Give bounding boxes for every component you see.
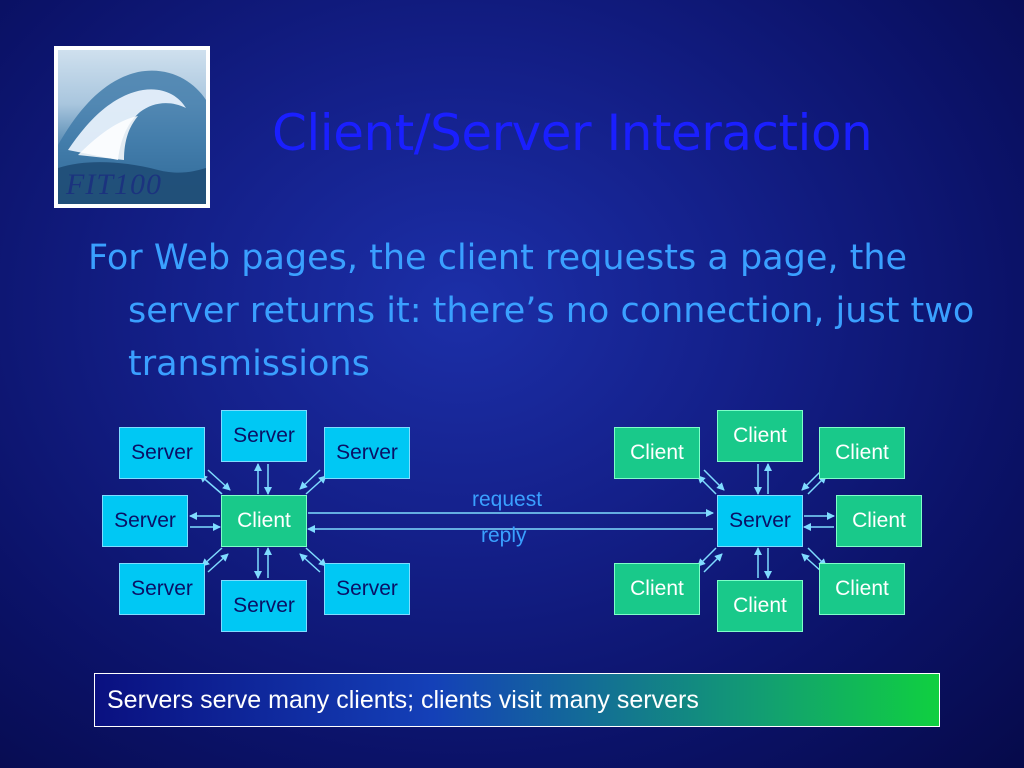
server-box-top: Server [221,410,307,462]
server-box-left: Server [102,495,188,547]
fit100-logo: FIT100 [54,46,210,208]
client-box-lower-left: Client [614,563,700,615]
logo-text: FIT100 [66,168,162,201]
arrow-left-ur-out [305,475,327,495]
slide-title: Client/Server Interaction [272,104,873,162]
arrow-right-ul-out [697,475,717,495]
arrow-left-ll-out [201,547,223,567]
arrow-left-ll-in [207,553,229,573]
server-box-upper-right: Server [324,427,410,479]
client-box-lower-right: Client [819,563,905,615]
arrow-right-lr-in [801,553,823,573]
arrow-right-ul-in [703,469,725,491]
arrow-right-ur-in [801,469,823,491]
reply-label: reply [481,524,527,547]
arrow-right-ll-out [697,547,717,567]
arrow-left-lr-out [305,547,327,567]
wave-image [58,70,206,204]
client-box-right: Client [836,495,922,547]
server-box-upper-left: Server [119,427,205,479]
arrow-left-ul-in [207,469,231,491]
client-box-center: Client [221,495,307,547]
arrow-left-lr-in [299,553,321,573]
server-box-center: Server [717,495,803,547]
arrow-left-ur-in [299,469,321,490]
server-box-lower-left: Server [119,563,205,615]
server-box-lower-right: Server [324,563,410,615]
client-box-upper-right: Client [819,427,905,479]
request-label: request [472,488,543,511]
client-box-bottom: Client [717,580,803,632]
caption-box: Servers serve many clients; clients visi… [94,673,940,727]
arrow-right-ll-in [703,553,723,573]
server-box-bottom: Server [221,580,307,632]
caption-text: Servers serve many clients; clients visi… [107,685,699,714]
slide-body-text: For Web pages, the client requests a pag… [88,238,975,384]
client-box-top: Client [717,410,803,462]
client-box-upper-left: Client [614,427,700,479]
arrow-right-ur-out [807,475,827,495]
